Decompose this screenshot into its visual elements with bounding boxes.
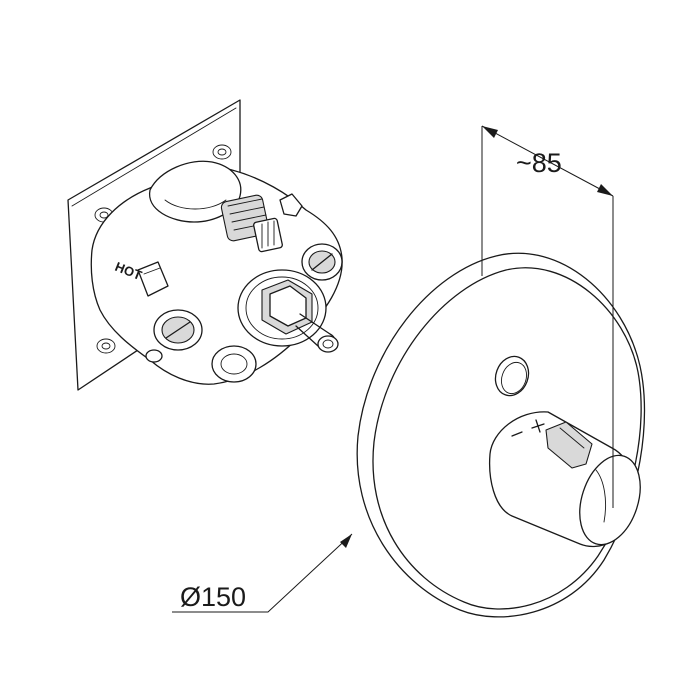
safety-stop-button [545,421,593,469]
thermostat-trim [356,252,646,618]
diameter-label: Ø150 [180,582,246,612]
temperature-handle [488,411,641,548]
upper-boss [149,160,242,223]
cartridge-spindle [220,194,283,253]
mounting-hole-top-right [212,144,232,160]
diameter-dimension: Ø150 [172,533,353,613]
depth-label: ~85 [516,148,562,178]
hot-side-stop-screw [153,309,203,351]
minus-mark [511,431,523,437]
lower-bolt [145,349,163,363]
side-fitting [137,261,169,297]
handle-end-face [579,454,641,546]
mounting-hole-bottom-left [96,338,116,354]
concealed-valve-body: HOT [67,99,343,391]
retaining-clip [279,193,303,217]
outlet-connection [237,269,339,353]
drain-boss [211,345,257,383]
plus-mark-v [535,419,541,433]
push-button [494,355,530,397]
depth-dimension: ~85 [481,125,614,508]
cold-side-stop-screw [301,243,343,281]
